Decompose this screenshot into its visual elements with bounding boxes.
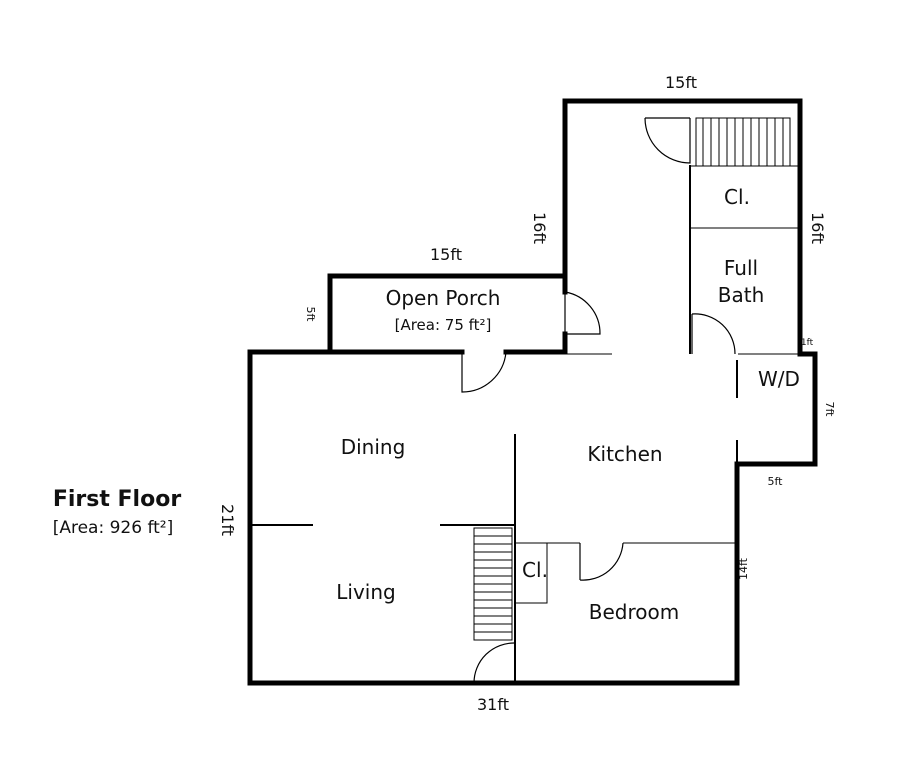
lower-closet-label: Cl.: [522, 558, 548, 582]
living-label: Living: [336, 580, 395, 604]
stairs-upper: [695, 117, 791, 167]
stair-door-swing: [644, 117, 691, 164]
back-door-swing: [473, 642, 516, 684]
full-bath-label-line2: Bath: [718, 283, 765, 307]
bedroom-label: Bedroom: [589, 600, 679, 624]
bedroom-closet: [515, 543, 548, 604]
floor-title: First Floor: [53, 487, 181, 512]
wd-bottom-dimension: 5ft: [768, 475, 784, 488]
front-door-swing: [461, 351, 507, 393]
upper-closet-label: Cl.: [724, 185, 750, 209]
floor-area: [Area: 926 ft²]: [53, 518, 174, 538]
bottom-width-dimension: 31ft: [477, 695, 509, 714]
small-offset-dimension: 1ft: [801, 338, 814, 348]
porch-width-dimension: 15ft: [430, 245, 462, 264]
doors: [461, 117, 736, 684]
stairs-lower: [473, 527, 513, 641]
dining-label: Dining: [341, 435, 406, 459]
porch-depth-dimension: 5ft: [304, 307, 317, 323]
stair-wing-right-dimension: 16ft: [808, 212, 827, 244]
left-side-dimension: 21ft: [218, 504, 237, 536]
porch-side-door-swing: [564, 291, 601, 335]
top-width-dimension: 15ft: [665, 73, 697, 92]
bedroom-door-swing: [579, 542, 624, 581]
washer-dryer-label: W/D: [758, 367, 800, 391]
stair-wing-left-dimension: 16ft: [530, 212, 549, 244]
open-porch-label: Open Porch: [386, 286, 501, 310]
bath-door-swing: [691, 313, 736, 355]
main-exterior-wall: [247, 349, 518, 686]
full-bath-label-line1: Full: [724, 256, 758, 280]
kitchen-label: Kitchen: [587, 442, 662, 466]
wd-width-dimension: 7ft: [823, 402, 836, 418]
porch-area-label: [Area: 75 ft²]: [395, 316, 492, 334]
bedroom-side-dimension: 14ft: [737, 557, 750, 580]
